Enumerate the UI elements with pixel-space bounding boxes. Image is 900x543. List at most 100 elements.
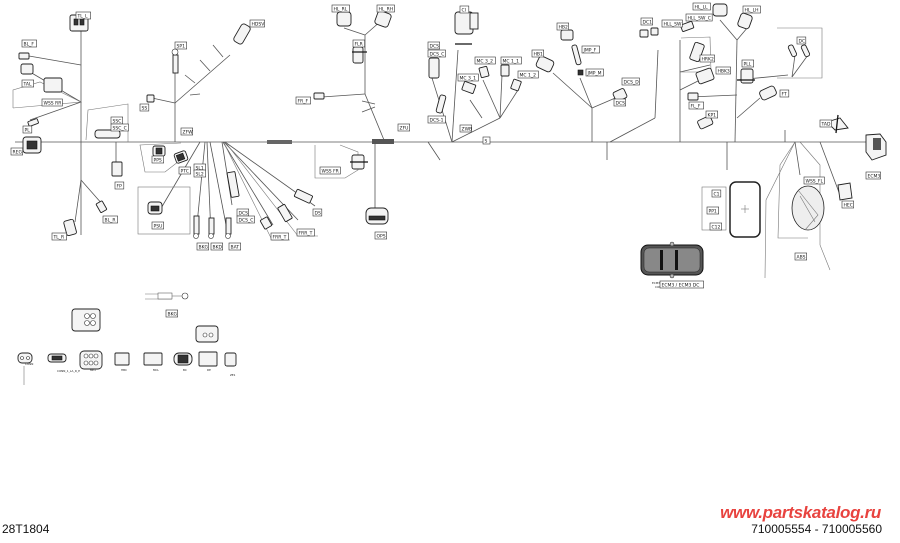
svg-text:FR_F: FR_F [298,98,309,104]
svg-text:ZWB: ZWB [462,126,473,132]
svg-text:FLR: FLR [355,41,363,47]
svg-text:HBK3: HBK3 [718,68,730,74]
part-number-range: 710005554 - 710005560 [751,522,882,536]
svg-text:FL_F: FL_F [691,103,701,109]
connectors-label: SL2 [193,169,206,177]
svg-text:FP: FP [117,183,123,189]
connectors-label: TL_R [51,232,67,240]
connectors-label: ECM3 / ECM3 DC [659,280,704,289]
svg-text:REG: REG [13,149,23,155]
connectors-label: HLL_SW [661,19,683,28]
svg-text:WSS FR: WSS FR [322,168,339,174]
svg-text:CI: CI [462,7,466,13]
svg-text:BL_R: BL_R [105,217,116,223]
bottom-connector-label: BC [183,368,187,372]
svg-text:HL_LL: HL_LL [695,4,709,10]
svg-text:SL2: SL2 [196,171,204,177]
connectors-label: CI [459,5,470,13]
connectors-label: PPS [151,155,164,163]
bottom-connector-label: MP1 [90,368,96,372]
connectors-label: BL_F [21,39,37,48]
connectors-label: HB1 [531,49,544,58]
splices-label: ZFU [397,123,410,131]
svg-text:MC 1_2: MC 1_2 [520,72,537,78]
connectors-label: KP1 [705,110,718,118]
connectors-label: TAD [819,119,832,127]
connectors-label: SSC [110,116,123,124]
svg-text:HRK2: HRK2 [702,56,714,62]
svg-text:KP1: KP1 [708,112,717,118]
connectors-label: BKG [196,242,209,250]
connectors-label: HL_LL [692,2,711,10]
connectors-label: DCS_C [236,215,255,223]
svg-text:SSC_C: SSC_C [113,125,127,131]
svg-text:C12: C12 [712,224,721,230]
bottom-connector-label: ZE1 [230,373,236,377]
splices-label: S [482,136,491,144]
connectors-label: HL_RH [376,4,395,12]
connectors-label: BAT [228,242,241,250]
svg-text:ZFW: ZFW [183,129,194,135]
connectors-label: BKG [165,309,178,318]
bottom-connector-label: MCL [153,368,159,372]
svg-text:WSS RR: WSS RR [44,100,62,106]
svg-text:OPS: OPS [377,233,386,239]
bottom-connector-label: HBC [121,368,127,372]
connectors-label: PP1 [706,206,719,214]
svg-text:SSC: SSC [113,118,122,124]
connectors-label: WSS FR [319,166,341,174]
connectors-label: MC 1_2 [517,70,539,78]
connectors-label: HLL_SW_C [685,13,713,22]
connectors-label: DCS [236,208,249,216]
connectors-label: PLL [741,59,754,67]
connectors-label: SP1 [174,41,187,50]
svg-text:HDSV: HDSV [252,21,266,27]
connectors-label: MC 1_1 [500,56,522,64]
svg-text:TAL: TAL [23,81,32,87]
svg-text:PLL: PLL [744,61,752,67]
svg-text:DCS_C: DCS_C [239,217,254,223]
bottom-connector-label: CONN_1_LA_R_E [57,369,80,373]
svg-text:ECM3 / ECM3 DC: ECM3 / ECM3 DC [662,282,700,288]
connectors-label: PL [22,125,33,133]
connectors-label: PSU [151,221,164,229]
connectors-label: C1 [711,189,722,197]
hdsv-branch [151,44,231,142]
connectors-label: FL_F [688,101,704,109]
svg-text:HEC: HEC [844,202,853,208]
connectors-label: DCS-1 [427,115,446,123]
connector-bodies [18,3,811,239]
svg-text:DCS_C: DCS_C [430,51,445,57]
svg-text:DCS: DCS [616,100,626,106]
connectors-label: HRK2 [699,54,715,63]
svg-text:TL_R: TL_R [53,234,65,240]
connectors-label: ECM3 [865,171,881,179]
connectors-label: ABS [794,252,807,261]
connectors-label: JMP_M [585,68,604,76]
watermark-link[interactable]: www.partskatalog.ru [720,503,881,522]
svg-text:HB2: HB2 [559,24,568,30]
splice-label-layer: S ZWB ZFU ZFW [180,123,491,144]
connectors-label: FRR_T [296,228,315,236]
connectors-label: SSC_C [110,123,129,131]
svg-text:FRR_T: FRR_T [299,230,313,236]
svg-text:DCS: DCS [430,43,440,49]
svg-text:HL_RL: HL_RL [334,6,348,12]
connectors-label: DC1 [640,17,653,26]
main-harness-trunk [15,30,870,235]
svg-text:FT: FT [782,91,788,97]
connectors-label: HB2 [556,22,569,31]
svg-text:BL_F: BL_F [24,41,35,47]
svg-text:SS: SS [142,105,148,111]
connectors-label: DC [796,36,807,45]
connectors-label: DS [312,208,323,216]
svg-text:HLL_SW_C: HLL_SW_C [688,15,711,21]
connectors-label: FLR [352,39,365,48]
svg-text:DCS_D: DCS_D [624,79,640,85]
hb-branch [552,72,621,160]
connectors-label: SS [139,103,150,111]
svg-text:BAT: BAT [231,244,240,250]
